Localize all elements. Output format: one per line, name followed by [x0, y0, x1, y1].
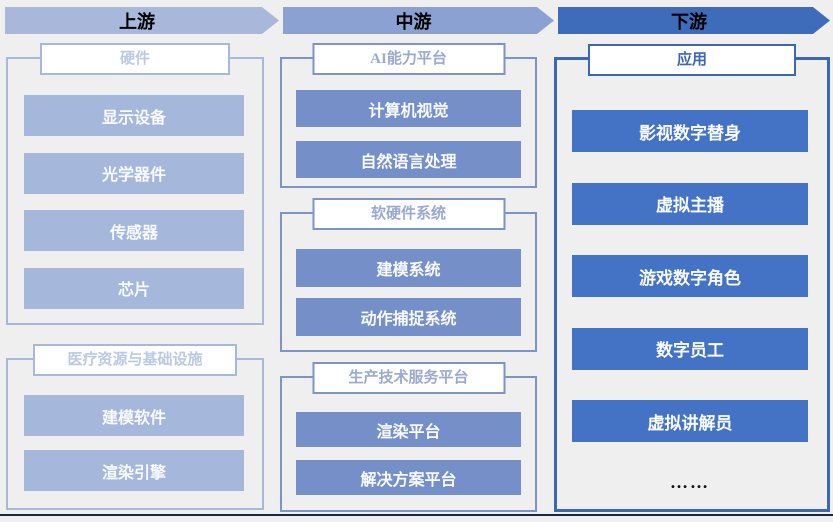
- section-systems: 软硬件系统 建模系统 动作捕捉系统: [280, 198, 537, 352]
- chain-item: 虚拟讲解员: [572, 400, 808, 443]
- section-hardware-title: 硬件: [40, 43, 230, 75]
- chain-item: 渲染平台: [296, 412, 521, 447]
- chain-item: 动作捕捉系统: [296, 298, 521, 336]
- chain-item: 建模系统: [296, 249, 521, 287]
- stage-arrow-downstream: 下游: [558, 7, 830, 34]
- chain-item: 渲染引擎: [24, 450, 244, 491]
- stage-arrow-upstream-label: 上游: [119, 11, 155, 32]
- bottom-divider: [0, 514, 833, 516]
- section-infrastructure-items: 建模软件 渲染引擎: [24, 395, 244, 491]
- section-service-platform-title: 生产技术服务平台: [312, 362, 505, 394]
- chain-item: 显示设备: [24, 95, 244, 136]
- section-applications: 应用 影视数字替身 虚拟主播 游戏数字角色 数字员工 虚拟讲解员 ……: [554, 44, 830, 512]
- stage-arrow-upstream: 上游: [5, 7, 279, 34]
- chain-item: 影视数字替身: [572, 110, 808, 152]
- section-systems-title: 软硬件系统: [312, 198, 505, 230]
- chain-item: 建模软件: [24, 395, 244, 436]
- section-service-platform: 生产技术服务平台 渲染平台 解决方案平台: [280, 362, 537, 512]
- section-hardware: 硬件 显示设备 光学器件 传感器 芯片: [6, 43, 264, 325]
- section-ai-platform-title: AI能力平台: [312, 43, 505, 75]
- section-applications-items: 影视数字替身 虚拟主播 游戏数字角色 数字员工 虚拟讲解员 ……: [572, 110, 808, 497]
- section-ai-platform-items: 计算机视觉 自然语言处理: [296, 90, 521, 178]
- section-infrastructure: 医疗资源与基础设施 建模软件 渲染引擎: [6, 344, 264, 510]
- section-service-platform-items: 渲染平台 解决方案平台: [296, 412, 521, 495]
- chain-item: 芯片: [24, 267, 244, 309]
- chain-item: 数字员工: [572, 327, 808, 370]
- chain-item: 自然语言处理: [296, 141, 521, 178]
- chain-item: 游戏数字角色: [572, 255, 808, 298]
- section-systems-items: 建模系统 动作捕捉系统: [296, 249, 521, 336]
- chain-item: 光学器件: [24, 152, 244, 194]
- chain-item: 解决方案平台: [296, 460, 521, 495]
- stage-arrow-midstream: 中游: [283, 7, 554, 34]
- stage-arrow-midstream-label: 中游: [395, 11, 432, 32]
- chain-item: 虚拟主播: [572, 182, 808, 225]
- chain-item: 传感器: [24, 210, 244, 252]
- section-ai-platform: AI能力平台 计算机视觉 自然语言处理: [280, 43, 537, 188]
- section-infrastructure-title: 医疗资源与基础设施: [33, 344, 237, 376]
- more-ellipsis: ……: [670, 471, 710, 492]
- stage-arrow-downstream-label: 下游: [671, 11, 707, 32]
- section-hardware-items: 显示设备 光学器件 传感器 芯片: [24, 95, 244, 309]
- section-applications-title: 应用: [588, 44, 796, 76]
- chain-item: 计算机视觉: [296, 90, 521, 127]
